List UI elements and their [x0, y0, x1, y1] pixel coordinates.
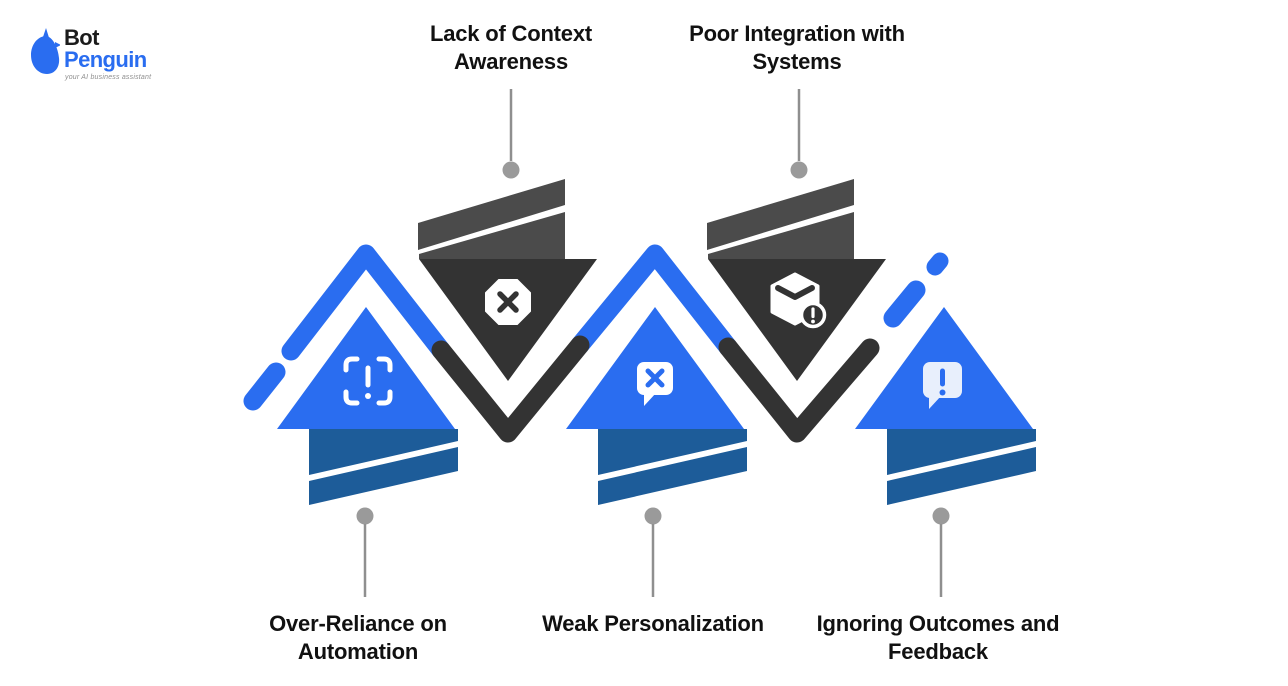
connector-dot — [790, 161, 808, 179]
scan-alert-icon — [343, 356, 393, 406]
zigzag-valley-4 — [718, 337, 880, 443]
octagon-x-icon — [485, 279, 531, 325]
connector-dot — [644, 507, 662, 525]
connectors — [356, 89, 950, 597]
blue-tail-5 — [887, 429, 1036, 505]
connector-bottom-1 — [356, 507, 374, 597]
connector-dot — [932, 507, 950, 525]
zigzag-lead-dash — [243, 362, 286, 411]
connector-bottom-5 — [932, 507, 950, 597]
connector-top-4 — [790, 89, 808, 179]
blue-tail-3 — [598, 429, 747, 505]
zigzag-chevron-3 — [570, 244, 738, 357]
zigzag-trail-dash-2 — [926, 252, 949, 276]
zigzag-dark-segments — [431, 335, 880, 443]
connector-top-2 — [502, 89, 520, 179]
item-label-weak-personalization: Weak Personalization — [542, 611, 764, 636]
zigzag-chevron-1 — [281, 244, 451, 361]
botpenguin-logo: Bot Penguin your AI business assistant — [14, 26, 184, 88]
chat-alert-icon — [923, 362, 962, 409]
box-alert-icon — [770, 272, 827, 329]
dark-tail-4 — [707, 179, 854, 259]
item-label-ignoring-outcomes-and-feedback: Ignoring Outcomes and Feedback — [816, 611, 1060, 664]
connector-dot — [502, 161, 520, 179]
connector-bottom-3 — [644, 507, 662, 597]
blue-tail-1 — [309, 429, 458, 505]
dark-tail-2 — [418, 179, 565, 259]
item-label-poor-integration-with-systems: Poor Integration with Systems — [689, 21, 905, 74]
logo-text-bot: Bot — [64, 25, 99, 50]
penguin-icon — [31, 28, 60, 74]
logo-tagline: your AI business assistant — [65, 74, 152, 81]
logo-text-penguin: Penguin — [64, 47, 147, 72]
chat-x-icon — [637, 362, 673, 406]
zigzag-blue-segments — [243, 244, 949, 411]
item-label-over-reliance-on-automation: Over-Reliance on Automation — [269, 611, 447, 664]
connector-dot — [356, 507, 374, 525]
zigzag-trail-dash-1 — [883, 280, 926, 328]
item-label-lack-of-context-awareness: Lack of Context Awareness — [429, 21, 593, 74]
zigzag-valley-2 — [431, 335, 590, 443]
